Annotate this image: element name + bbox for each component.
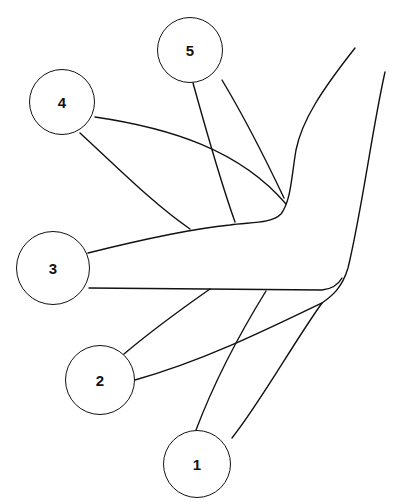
callout-circle: 3	[16, 231, 90, 305]
callout-circle: 2	[65, 345, 135, 415]
callout-number: 4	[58, 95, 66, 110]
finger-line	[196, 291, 266, 430]
finger-line	[135, 303, 322, 380]
callout-number: 2	[96, 373, 104, 388]
callout-number: 3	[49, 261, 57, 276]
hand-outline	[232, 72, 385, 438]
callout-number: 5	[186, 43, 194, 58]
callout-circle: 5	[157, 17, 223, 83]
finger-line	[95, 117, 286, 204]
callout-number: 1	[193, 457, 201, 472]
finger-line	[124, 289, 210, 354]
callout-circle: 1	[163, 430, 231, 498]
hand-outline	[88, 48, 355, 253]
finger-line	[80, 133, 190, 229]
finger-line	[193, 83, 235, 222]
finger-line	[89, 278, 342, 290]
callout-circle: 4	[29, 69, 95, 135]
finger-line	[222, 80, 284, 198]
